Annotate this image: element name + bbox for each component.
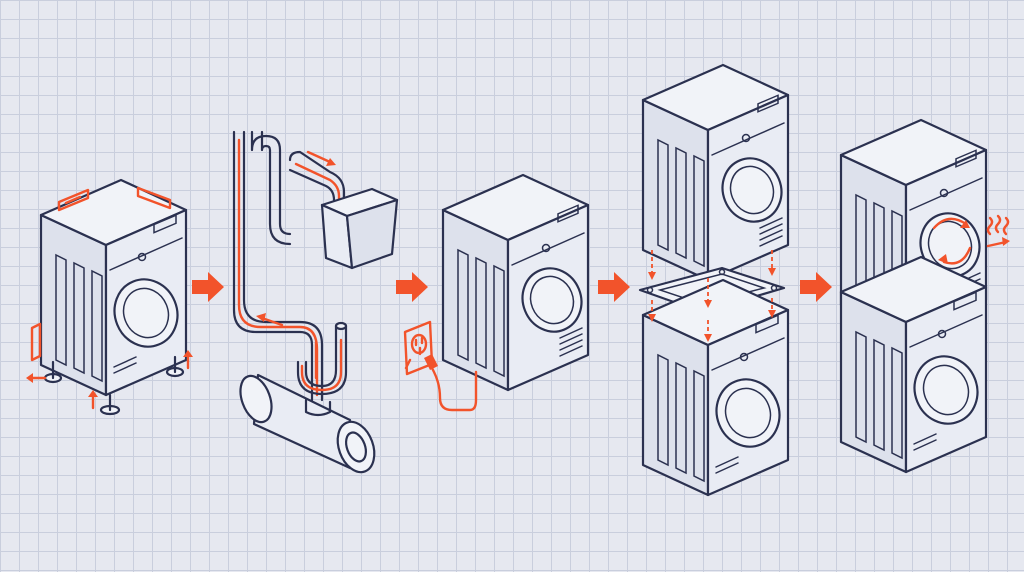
- drain-tub-icon: [322, 189, 397, 268]
- heat-waves-icon: [988, 216, 1010, 246]
- washer-unit-bottom: [643, 280, 789, 495]
- step-stacking-kit: [640, 65, 791, 495]
- dryer-unit-top: [643, 65, 791, 280]
- next-step-arrow-icon: [800, 272, 832, 302]
- step-power: [405, 175, 591, 410]
- stacked-washer: [841, 257, 987, 472]
- step-drain-hose: [234, 132, 397, 477]
- next-step-arrow-icon: [192, 272, 224, 302]
- step-stacked-run: [841, 120, 1010, 472]
- step-level-washer: [26, 180, 193, 414]
- drain-hose-icon: [234, 132, 344, 400]
- next-step-arrow-icon: [598, 272, 630, 302]
- next-step-arrow-icon: [396, 272, 428, 302]
